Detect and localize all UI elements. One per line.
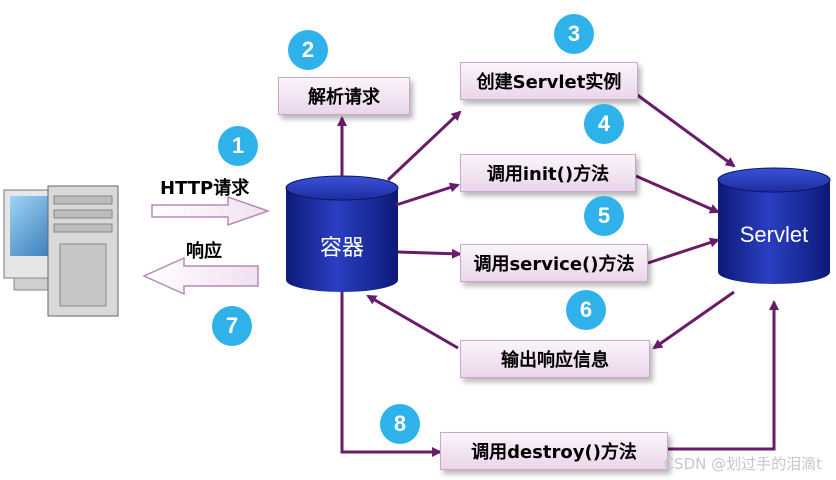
step-badge-1: 1 [218, 126, 258, 166]
response-arrow [142, 256, 259, 296]
arrow-init-to-servlet [635, 174, 720, 214]
step-badge-8: 8 [380, 404, 420, 444]
call-service-label: 调用service()方法 [473, 254, 635, 275]
container-label: 容器 [319, 235, 364, 260]
arrow-container-to-destroy [340, 292, 442, 457]
create-servlet-box: 创建Servlet实例 [460, 62, 638, 100]
step-badge-6: 6 [566, 290, 606, 330]
call-init-box: 调用init()方法 [460, 154, 636, 192]
response-label: 响应 [186, 241, 222, 262]
arrow-service-to-servlet [647, 237, 720, 265]
call-service-box: 调用service()方法 [460, 244, 648, 282]
step-badge-5: 5 [584, 196, 624, 236]
http-request-label: HTTP请求 [160, 178, 250, 199]
output-response-label: 输出响应信息 [501, 350, 609, 371]
create-servlet-label: 创建Servlet实例 [476, 72, 622, 93]
watermark: CSDN @划过手的泪滴t [663, 455, 822, 473]
parse-request-label: 解析请求 [308, 87, 380, 108]
arrow-create-to-servlet [635, 92, 736, 168]
arrow-destroy-to-servlet [668, 300, 779, 451]
servlet-cylinder [717, 167, 831, 284]
output-response-box: 输出响应信息 [460, 340, 650, 378]
arrow-to-create [386, 110, 462, 182]
container-cylinder [285, 175, 399, 292]
arrow-servlet-to-output [652, 290, 735, 350]
call-destroy-box: 调用destroy()方法 [440, 432, 668, 470]
step-badge-3: 3 [554, 14, 594, 54]
step-badge-2: 2 [288, 30, 328, 70]
http-request-arrow [151, 195, 271, 227]
arrow-output-to-container [366, 294, 459, 350]
step-badge-4: 4 [584, 104, 624, 144]
flow-arrows [337, 92, 779, 457]
arrow-to-init [395, 182, 460, 207]
parse-request-box: 解析请求 [278, 77, 410, 115]
call-init-label: 调用init()方法 [486, 164, 610, 185]
arrow-to-service [397, 248, 462, 259]
step-badge-7: 7 [212, 306, 252, 346]
call-destroy-label: 调用destroy()方法 [471, 442, 637, 463]
computer-icon [3, 185, 119, 317]
servlet-label: Servlet [739, 222, 809, 247]
